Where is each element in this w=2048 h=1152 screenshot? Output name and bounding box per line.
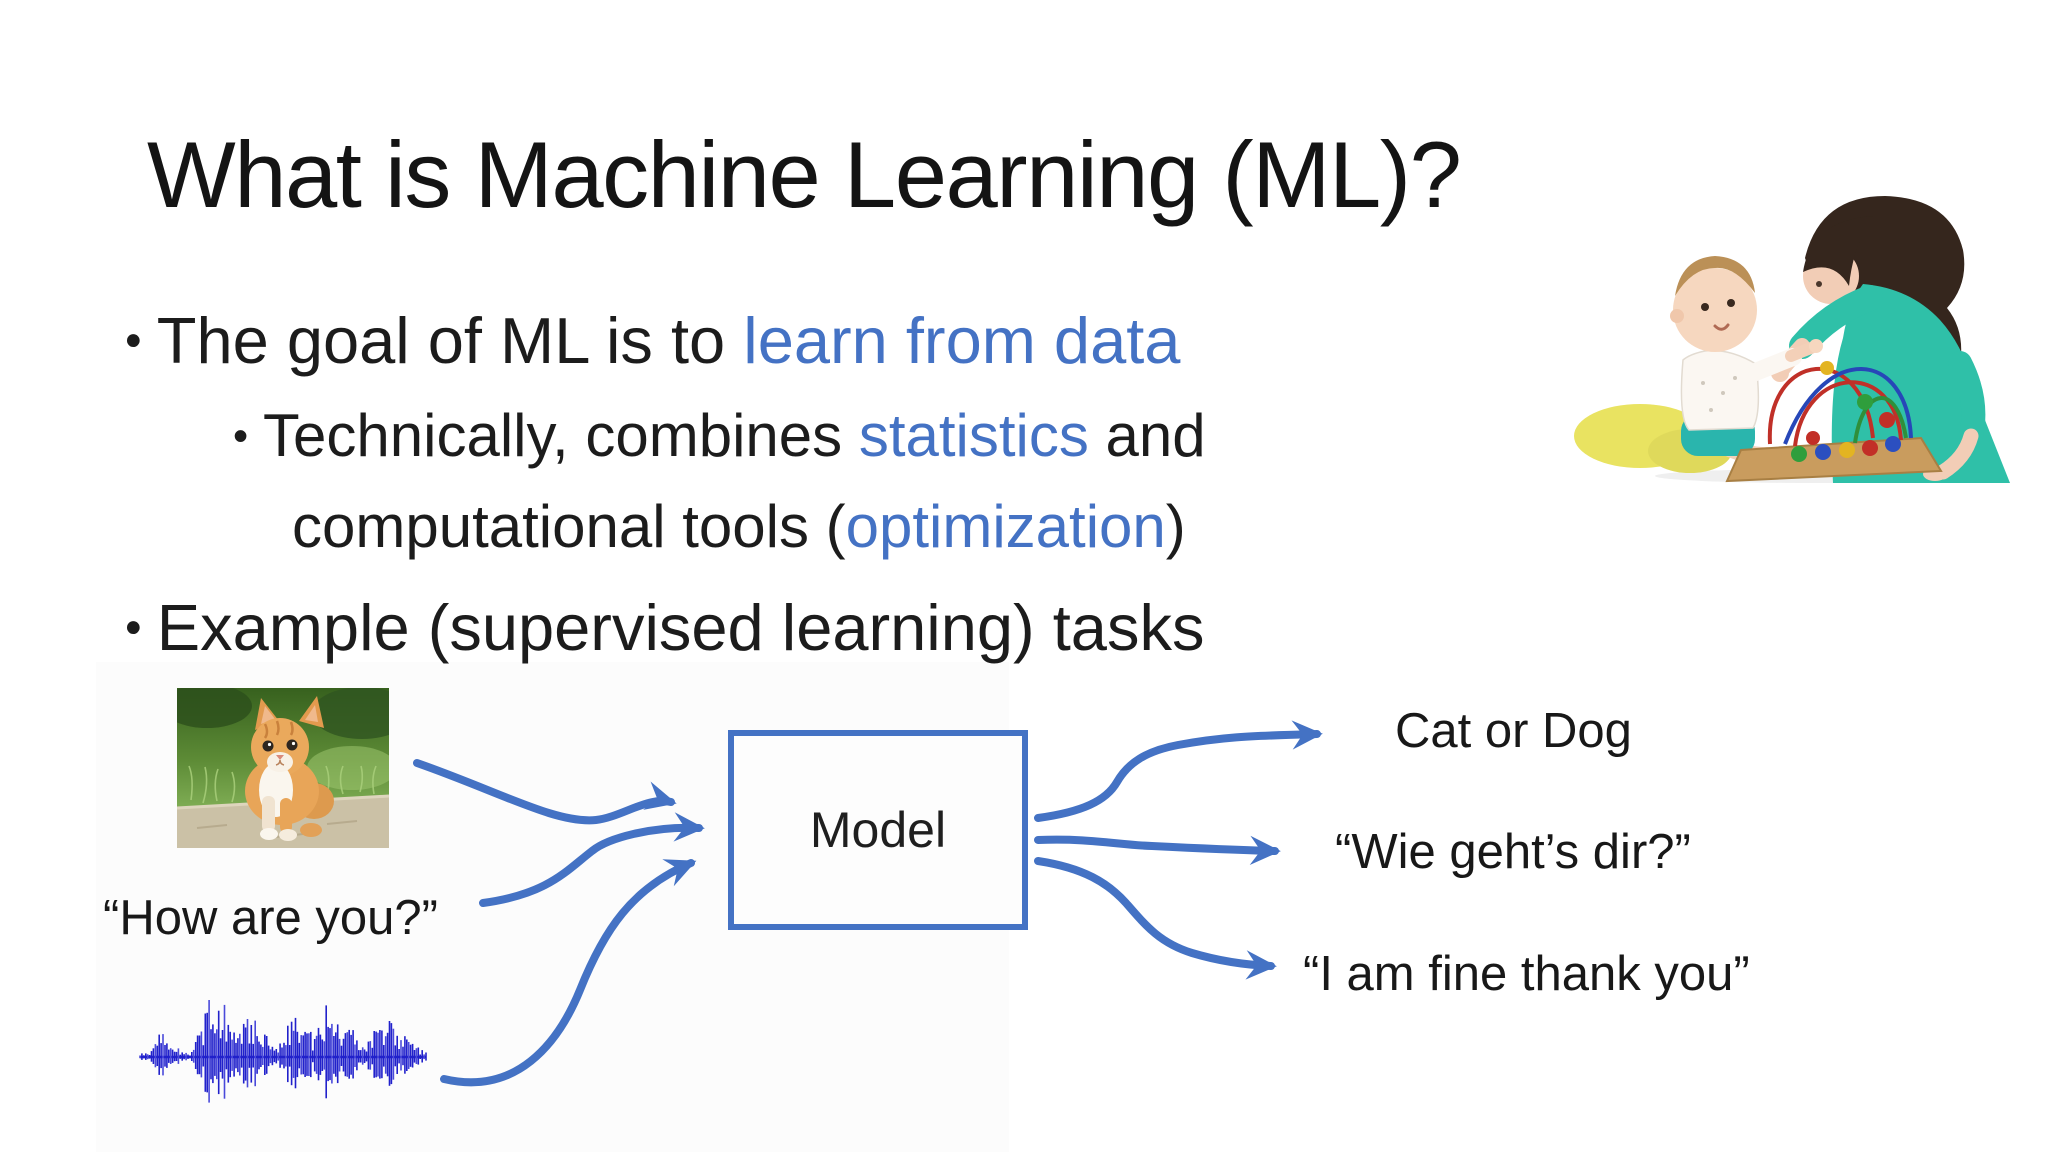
bullet-example-text: Example (supervised learning) tasks xyxy=(156,591,1205,664)
bullet-goal: • The goal of ML is to learn from data xyxy=(122,303,1180,378)
computational-tools-text: computational tools ( xyxy=(292,493,846,560)
bullet-example: • Example (supervised learning) tasks xyxy=(122,590,1204,665)
bullet-marker: • xyxy=(125,314,142,367)
speech-waveform xyxy=(138,985,428,1135)
output-cat-or-dog: Cat or Dog xyxy=(1395,704,1632,758)
bullet-technically-line2: computational tools (optimization) xyxy=(292,492,1186,561)
bullet-technically-text: Technically, combines xyxy=(263,402,859,469)
bullet-marker: • xyxy=(232,411,249,460)
output-i-am-fine: “I am fine thank you” xyxy=(1303,947,1750,1001)
speech-waveform-svg xyxy=(139,1000,427,1103)
kitten-photo xyxy=(177,688,389,848)
arrow-model-to-catordog xyxy=(1034,720,1323,822)
model-label: Model xyxy=(809,802,947,858)
bullet-goal-text: The goal of ML is to xyxy=(156,304,744,377)
bullet-marker: • xyxy=(125,601,142,654)
bullet-technically-line1: • Technically, combines statistics and xyxy=(230,401,1206,470)
arrow-model-to-wie xyxy=(1034,835,1281,866)
arrow-model-to-fine xyxy=(1034,857,1277,980)
slide-title: What is Machine Learning (ML)? xyxy=(147,122,1462,227)
model-box: Model xyxy=(728,730,1028,930)
closing-paren: ) xyxy=(1165,493,1186,560)
baby-mother-photo xyxy=(1565,188,2010,483)
bullet-and-text: and xyxy=(1088,402,1206,469)
optimization-highlight: optimization xyxy=(845,493,1166,560)
bullet-goal-highlight: learn from data xyxy=(743,304,1181,377)
statistics-highlight: statistics xyxy=(858,402,1089,469)
output-wie-gehts: “Wie geht’s dir?” xyxy=(1335,825,1691,879)
speech-input-text: “How are you?” xyxy=(103,891,438,945)
kitten-illustration xyxy=(177,688,389,848)
baby-mother-illustration xyxy=(1574,196,2010,483)
